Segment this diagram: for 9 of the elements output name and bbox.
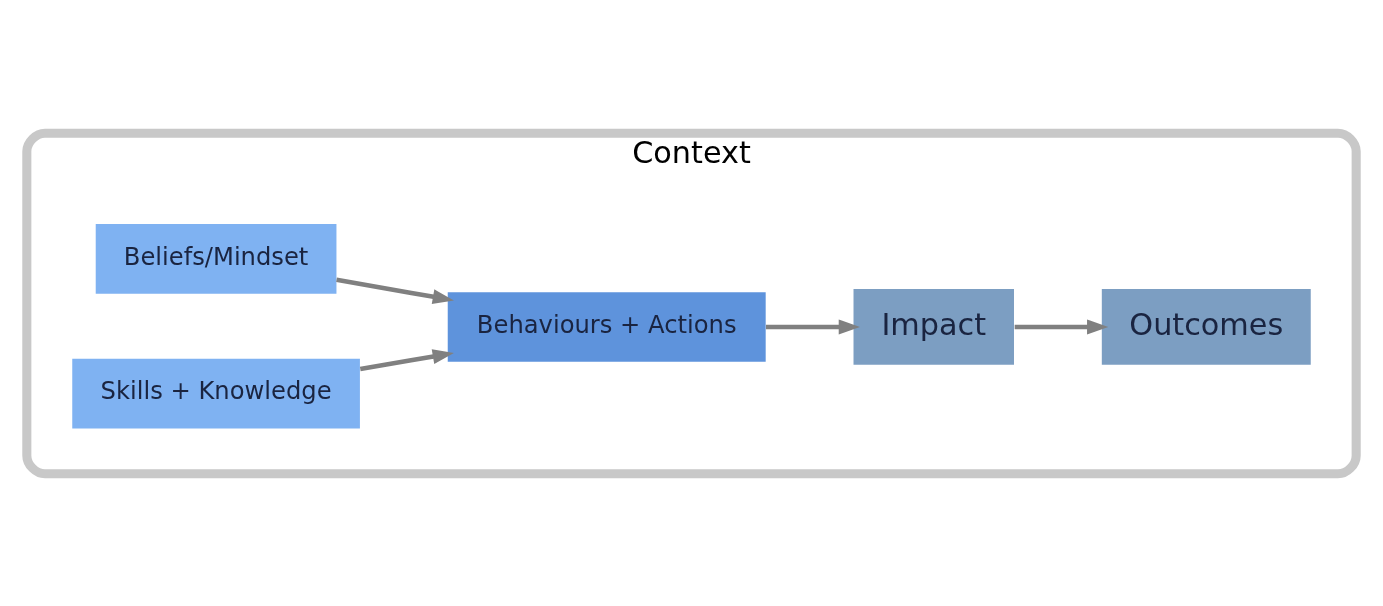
arrow [1014, 319, 1109, 334]
node-box: Beliefs/Mindset [95, 223, 337, 294]
node-box: Impact [853, 288, 1014, 365]
node-box: Skills + Knowledge [72, 358, 360, 428]
arrow [359, 348, 454, 371]
node-box: Outcomes [1101, 288, 1311, 365]
node-box: Behaviours + Actions [447, 291, 766, 362]
arrow [765, 319, 860, 334]
arrow [336, 277, 454, 304]
